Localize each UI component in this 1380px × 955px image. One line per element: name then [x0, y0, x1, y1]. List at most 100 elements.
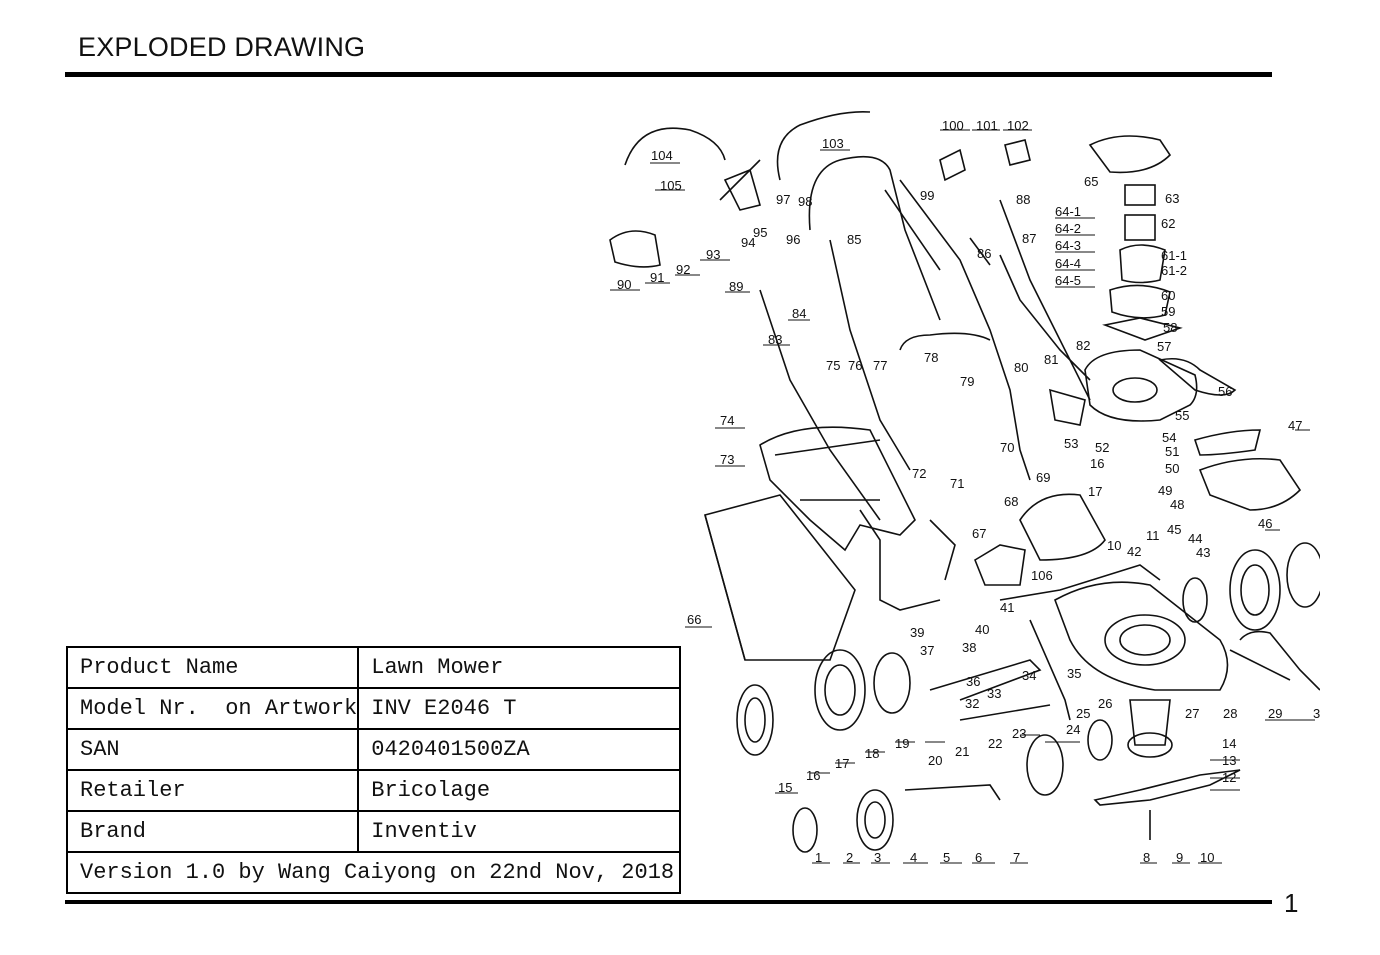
part-callout-23: 23 — [1012, 726, 1026, 741]
product-name-value: Lawn Mower — [357, 646, 681, 689]
part-callout-63: 63 — [1165, 191, 1179, 206]
part-callout-38: 38 — [962, 640, 976, 655]
part-callout-2: 2 — [846, 850, 853, 865]
part-callout-106: 106 — [1031, 568, 1053, 583]
part-callout-60: 60 — [1161, 288, 1175, 303]
table-row: Product Name Lawn Mower — [65, 646, 681, 689]
part-callout-103: 103 — [822, 136, 844, 151]
part-callout-55: 55 — [1175, 408, 1189, 423]
part-callout-47: 47 — [1288, 418, 1302, 433]
part-callout-101: 101 — [976, 118, 998, 133]
part-callout-52: 52 — [1095, 440, 1109, 455]
part-callout-76: 76 — [848, 358, 862, 373]
product-name-label: Product Name — [65, 646, 360, 689]
part-callout-39: 39 — [910, 625, 924, 640]
part-callout-40: 40 — [975, 622, 989, 637]
table-row: Model Nr. on Artwork INV E2046 T — [65, 687, 681, 730]
part-callout-79: 79 — [960, 374, 974, 389]
table-row: SAN 0420401500ZA — [65, 728, 681, 771]
part-callout-15: 15 — [778, 780, 792, 795]
part-callout-68: 68 — [1004, 494, 1018, 509]
part-callout-33: 33 — [987, 686, 1001, 701]
part-callout-66: 66 — [687, 612, 701, 627]
part-callout-17: 17 — [835, 756, 849, 771]
part-callout-97: 97 — [776, 192, 790, 207]
part-callout-29: 29 — [1268, 706, 1282, 721]
part-callout-5: 5 — [943, 850, 950, 865]
part-callout-19: 19 — [895, 736, 909, 751]
part-callout-99: 99 — [920, 188, 934, 203]
part-callout-80: 80 — [1014, 360, 1028, 375]
san-label: SAN — [65, 728, 360, 771]
table-row: Retailer Bricolage — [65, 769, 681, 812]
part-callout-83: 83 — [768, 332, 782, 347]
part-callout-69: 69 — [1036, 470, 1050, 485]
part-callout-64-2: 64-2 — [1055, 221, 1081, 236]
part-callout-35: 35 — [1067, 666, 1081, 681]
part-callout-45: 45 — [1167, 522, 1181, 537]
title-rule — [65, 72, 1272, 77]
part-callout-62: 62 — [1161, 216, 1175, 231]
part-callout-53: 53 — [1064, 436, 1078, 451]
callout-leaders — [610, 129, 1315, 864]
part-callout-65: 65 — [1084, 174, 1098, 189]
part-callout-10: 10 — [1200, 850, 1214, 865]
part-callout-82: 82 — [1076, 338, 1090, 353]
part-callout-58: 58 — [1163, 320, 1177, 335]
table-row: Brand Inventiv — [65, 810, 681, 853]
part-callout-64-4: 64-4 — [1055, 256, 1081, 271]
part-callout-42: 42 — [1127, 544, 1141, 559]
part-callout-1: 1 — [815, 850, 822, 865]
part-callout-32: 32 — [965, 696, 979, 711]
part-callout-91: 91 — [650, 270, 664, 285]
part-callout-102: 102 — [1007, 118, 1029, 133]
model-label: Model Nr. on Artwork — [65, 687, 360, 730]
part-callout-100: 100 — [942, 118, 964, 133]
part-callout-64-3: 64-3 — [1055, 238, 1081, 253]
part-callout-71: 71 — [950, 476, 964, 491]
part-callout-51: 51 — [1165, 444, 1179, 459]
part-callout-104: 104 — [651, 148, 673, 163]
part-callout-12: 12 — [1222, 770, 1236, 785]
part-callout-8: 8 — [1143, 850, 1150, 865]
part-callout-14: 14 — [1222, 736, 1236, 751]
part-callout-81: 81 — [1044, 352, 1058, 367]
part-callout-105: 105 — [660, 178, 682, 193]
part-callout-37: 37 — [920, 643, 934, 658]
part-callout-77: 77 — [873, 358, 887, 373]
part-callout-22: 22 — [988, 736, 1002, 751]
part-callout-10: 10 — [1107, 538, 1121, 553]
part-callout-96: 96 — [786, 232, 800, 247]
part-callout-89: 89 — [729, 279, 743, 294]
part-callout-25: 25 — [1076, 706, 1090, 721]
part-callout-24: 24 — [1066, 722, 1080, 737]
version-note: Version 1.0 by Wang Caiyong on 22nd Nov,… — [66, 851, 681, 894]
san-value: 0420401500ZA — [357, 728, 681, 771]
part-callout-73: 73 — [720, 452, 734, 467]
table-row: Version 1.0 by Wang Caiyong on 22nd Nov,… — [66, 851, 681, 894]
part-callout-48: 48 — [1170, 497, 1184, 512]
part-callout-18: 18 — [865, 746, 879, 761]
part-callout-16: 16 — [806, 768, 820, 783]
part-callout-20: 20 — [928, 753, 942, 768]
part-callout-72: 72 — [912, 466, 926, 481]
part-callout-70: 70 — [1000, 440, 1014, 455]
part-callout-85: 85 — [847, 232, 861, 247]
brand-value: Inventiv — [357, 810, 681, 853]
part-callout-17: 17 — [1088, 484, 1102, 499]
part-callout-98: 98 — [798, 194, 812, 209]
part-callout-50: 50 — [1165, 461, 1179, 476]
mower-parts — [609, 110, 1320, 853]
part-callout-64-5: 64-5 — [1055, 273, 1081, 288]
part-callout-30: 30 — [1313, 706, 1320, 721]
part-callout-27: 27 — [1185, 706, 1199, 721]
part-callout-86: 86 — [977, 246, 991, 261]
part-callout-84: 84 — [792, 306, 806, 321]
part-callout-88: 88 — [1016, 192, 1030, 207]
part-callout-28: 28 — [1223, 706, 1237, 721]
part-callout-94: 94 — [741, 235, 755, 250]
part-callout-78: 78 — [924, 350, 938, 365]
brand-label: Brand — [65, 810, 360, 853]
